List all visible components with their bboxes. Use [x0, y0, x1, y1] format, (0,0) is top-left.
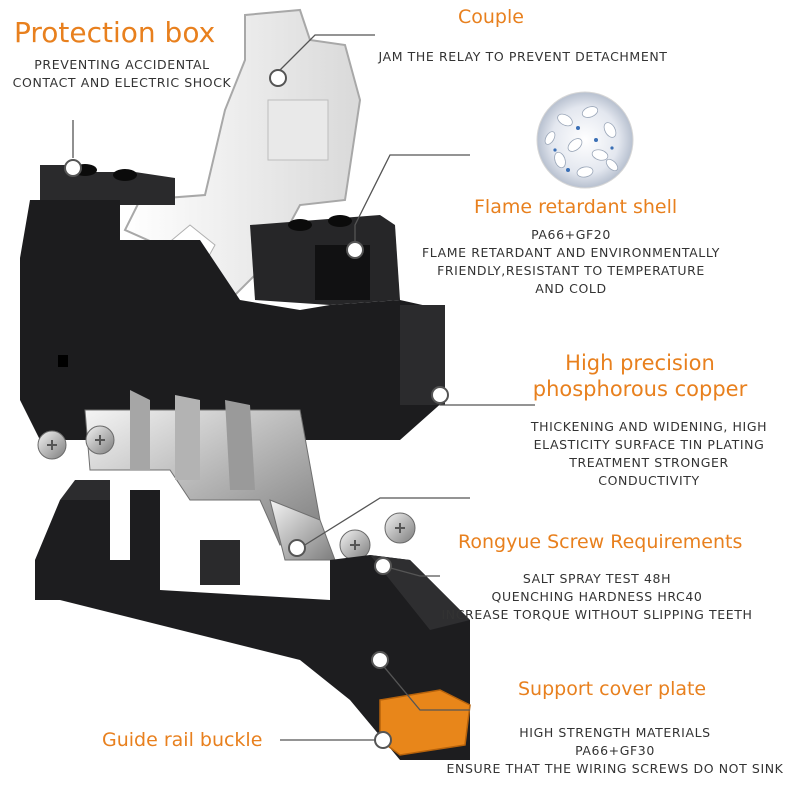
couple-title: Couple: [458, 6, 524, 28]
flame-shell-title: Flame retardant shell: [474, 196, 678, 218]
protection-box-description: PREVENTING ACCIDENTAL CONTACT AND ELECTR…: [12, 57, 232, 90]
rail-buckle-title: Guide rail buckle: [102, 729, 263, 751]
protection-box-title: Protection box: [14, 16, 216, 49]
granules-image: [536, 91, 634, 189]
leader-anchors: [64, 69, 449, 749]
screws: [37, 425, 416, 561]
base: [35, 480, 470, 760]
cover-plate-description: HIGH STRENGTH MATERIALS PA66+GF30 ENSURE…: [446, 725, 784, 776]
screw-description: SALT SPRAY TEST 48H QUENCHING HARDNESS H…: [441, 571, 753, 622]
copper-title: High precision phosphorous copper: [532, 351, 748, 401]
copper-description: THICKENING AND WIDENING, HIGH ELASTICITY…: [530, 419, 768, 488]
couple-description: JAM THE RELAY TO PREVENT DETACHMENT: [378, 49, 668, 64]
copper-contacts: [84, 390, 336, 561]
leader-lines: [72, 34, 535, 741]
cover-plate-title: Support cover plate: [518, 678, 707, 700]
screw-title: Rongyue Screw Requirements: [458, 531, 743, 553]
flame-shell-description: PA66+GF20 FLAME RETARDANT AND ENVIRONMEN…: [421, 227, 721, 296]
